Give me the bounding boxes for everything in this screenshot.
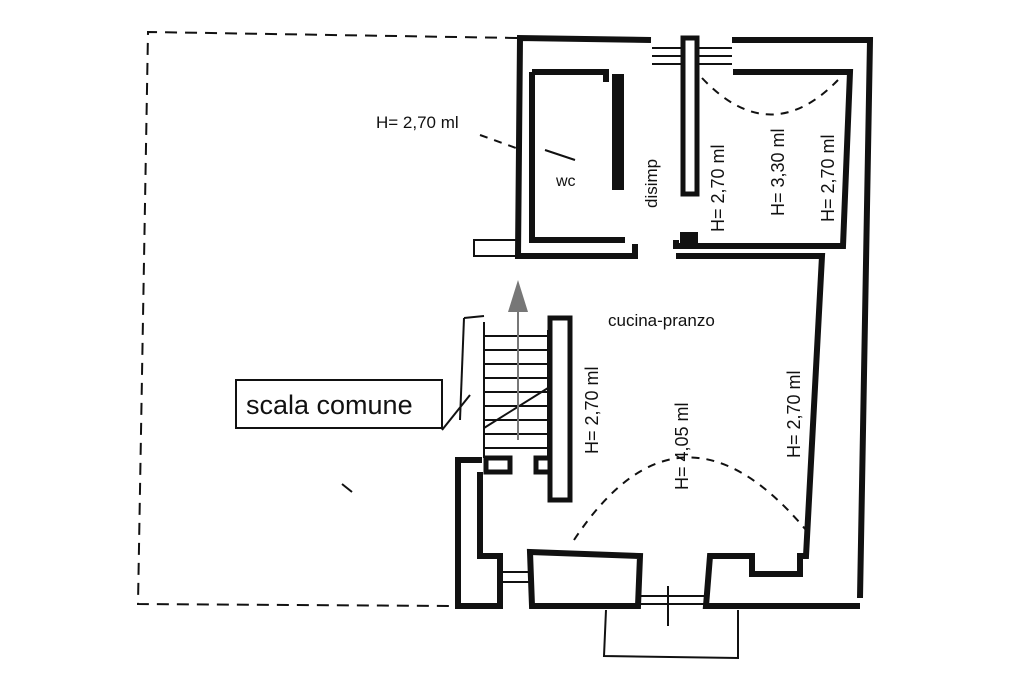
- external-step: [473, 239, 519, 257]
- kitchen-height-left: H= 2,70 ml: [582, 366, 602, 454]
- stair-label: scala comune: [246, 390, 413, 420]
- bedroom-door-arc: [701, 77, 839, 116]
- kitchen-partition: [547, 315, 573, 503]
- bedroom-height-left: H= 2,70 ml: [708, 144, 728, 232]
- bedroom-height-center: H= 3,30 ml: [768, 128, 788, 216]
- kitchen-label: cucina-pranzo: [608, 311, 715, 330]
- kitchen-door-arc: [573, 456, 807, 541]
- dashed-boundary: [136, 30, 518, 607]
- kitchen-height-right: H= 2,70 ml: [784, 370, 804, 458]
- scan-mark: [341, 483, 353, 493]
- bedroom-door-jamb: [680, 232, 698, 244]
- balcony-outline: [602, 609, 739, 660]
- wc-label: wc: [555, 173, 576, 190]
- stair-label-box: [235, 379, 443, 429]
- disimp-label: disimp: [642, 159, 661, 208]
- stair-direction-arrow-icon: [508, 280, 528, 312]
- outside-height-label: H= 2,70 ml: [376, 113, 459, 132]
- bedroom-height-right: H= 2,70 ml: [818, 134, 838, 222]
- stair-landing-block-a: [483, 455, 513, 475]
- stair-treads: [459, 315, 549, 458]
- wc-inner-wall: [529, 69, 625, 243]
- outside-height-leader: [479, 134, 517, 149]
- kitchen-right-wall: [676, 253, 860, 609]
- kitchen-bottom-left-pier: [526, 548, 644, 609]
- wc-sink-mark: [544, 149, 576, 161]
- upper-right-wall: [732, 37, 874, 599]
- kitchen-left-wall: [455, 457, 503, 609]
- kitchen-height-center: H= 4,05 ml: [672, 402, 692, 490]
- bedroom-partition: [680, 35, 700, 197]
- bedroom-inner-wall: [673, 69, 854, 249]
- stair-label-leader: [441, 394, 471, 431]
- wc-partition: [612, 74, 624, 190]
